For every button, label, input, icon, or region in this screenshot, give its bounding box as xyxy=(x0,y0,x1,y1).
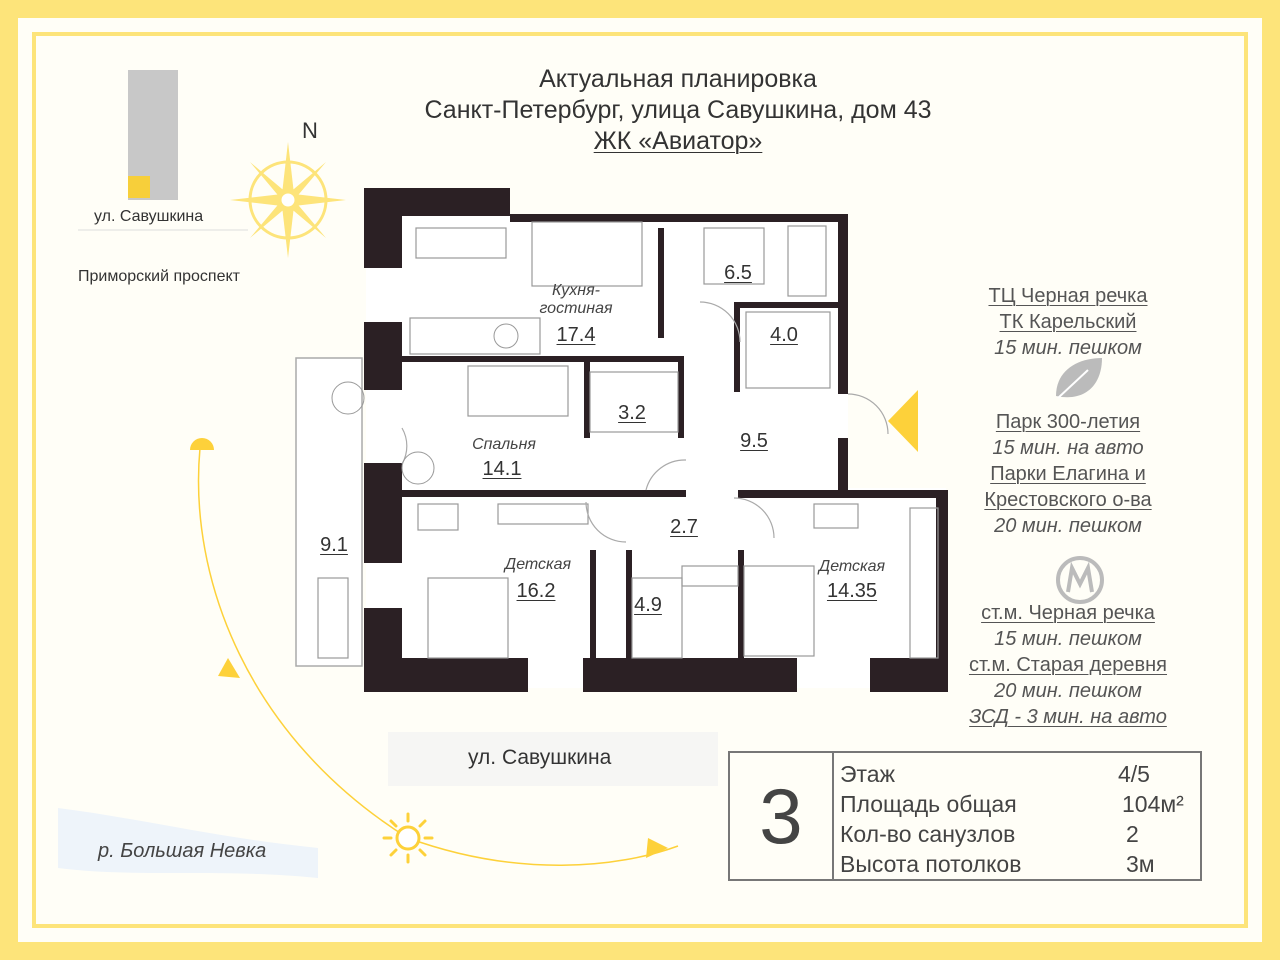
info-label-floor: Этаж xyxy=(840,761,895,787)
room-name-kids1: Детская xyxy=(504,556,572,573)
info-value-ceiling: 3м xyxy=(1126,851,1155,877)
info-label-ceiling: Высота потолков xyxy=(840,851,1022,877)
room-area-bathroom: 6.5 xyxy=(724,262,752,284)
room-area-wc: 4.9 xyxy=(634,594,662,616)
poi-metro-2: ст.м. Старая деревня xyxy=(968,654,1168,676)
poi-park-2a: Парки Елагина и xyxy=(990,463,1146,485)
room-area-kids1: 16.2 xyxy=(516,580,556,602)
info-value-area: 104м² xyxy=(1122,791,1184,817)
room-area-kids2: 14.35 xyxy=(826,580,878,602)
info-value-bathrooms: 2 xyxy=(1126,821,1139,847)
title-line-1: Актуальная планировка xyxy=(539,65,817,93)
poi-metro-1: ст.м. Черная речка xyxy=(981,602,1155,624)
compass-icon xyxy=(230,142,346,258)
avenue-label: Приморский проспект xyxy=(78,268,240,285)
room-name-kitchen: Кухня-гостиная xyxy=(539,282,613,317)
apartment-plan xyxy=(295,188,948,692)
room-area-corridor: 2.7 xyxy=(670,516,698,538)
building-location-map xyxy=(78,70,248,231)
page-title: Актуальная планировка Санкт-Петербург, у… xyxy=(318,64,1038,157)
title-line-2: Санкт-Петербург, улица Савушкина, дом 43 xyxy=(424,96,932,124)
room-name-kids2: Детская xyxy=(818,558,886,575)
poi-metro-2-time: 20 мин. пешком xyxy=(994,680,1142,702)
poi-mall-time: 15 мин. пешком xyxy=(994,337,1142,359)
rooms-count: 3 xyxy=(730,753,834,879)
entrance-arrow-icon xyxy=(888,390,918,452)
room-area-kitchen: 17.4 xyxy=(556,324,596,346)
poi-zsd: ЗСД - 3 мин. на авто xyxy=(969,706,1167,728)
room-area-storage: 4.0 xyxy=(770,324,798,346)
sunset-icon xyxy=(190,438,214,450)
poi-mall-2: ТК Карельский xyxy=(999,311,1137,333)
poi-park-1-time: 15 мин. на авто xyxy=(992,437,1144,459)
floor-plan-drawing xyxy=(58,70,1104,878)
poi-park-2b: Крестовского о-ва xyxy=(984,489,1152,511)
arrow-icon xyxy=(646,838,668,858)
room-area-hall: 9.5 xyxy=(740,430,768,452)
poi-mall-1: ТЦ Черная речка xyxy=(988,285,1148,307)
plan-card: Актуальная планировка Санкт-Петербург, у… xyxy=(18,18,1262,942)
room-area-bedroom: 14.1 xyxy=(482,458,522,480)
poi-metro-1-time: 15 мин. пешком xyxy=(994,628,1142,650)
poi-park-1: Парк 300-летия xyxy=(995,411,1141,433)
leaf-icon xyxy=(1056,358,1102,399)
sun-path xyxy=(190,438,679,866)
river-shape xyxy=(58,808,318,878)
info-value-floor: 4/5 xyxy=(1118,761,1150,787)
poi-park-2-time: 20 мин. пешком xyxy=(994,515,1142,537)
street-label-top: ул. Савушкина xyxy=(94,208,204,225)
poi-parks: Парк 300-летия 15 мин. на авто Парки Ела… xyxy=(918,409,1218,539)
room-area-wardrobe: 3.2 xyxy=(618,402,646,424)
room-name-bedroom: Спальня xyxy=(472,436,536,453)
balcony xyxy=(295,357,363,667)
info-label-bathrooms: Кол-во санузлов xyxy=(840,821,1016,847)
inner-frame xyxy=(32,32,1248,928)
street-label-bottom: ул. Савушкина xyxy=(468,746,612,769)
info-label-area: Площадь общая xyxy=(840,791,1017,817)
building-marker xyxy=(128,176,150,198)
arrow-icon xyxy=(218,658,240,678)
apartment-info-box: 3 Этаж 4/5 Площадь общая 104м² Кол-во са… xyxy=(728,751,1202,881)
poi-malls: ТЦ Черная речка ТК Карельский 15 мин. пе… xyxy=(918,283,1218,361)
compass-north-label: N xyxy=(302,118,318,143)
metro-icon xyxy=(1056,556,1104,604)
title-line-3: ЖК «Авиатор» xyxy=(593,127,763,155)
poi-metro: ст.м. Черная речка 15 мин. пешком ст.м. … xyxy=(918,600,1218,730)
room-area-balcony: 9.1 xyxy=(320,534,348,556)
sun-icon xyxy=(382,812,434,864)
street-band xyxy=(388,732,718,786)
river-label: р. Большая Невка xyxy=(98,840,267,862)
